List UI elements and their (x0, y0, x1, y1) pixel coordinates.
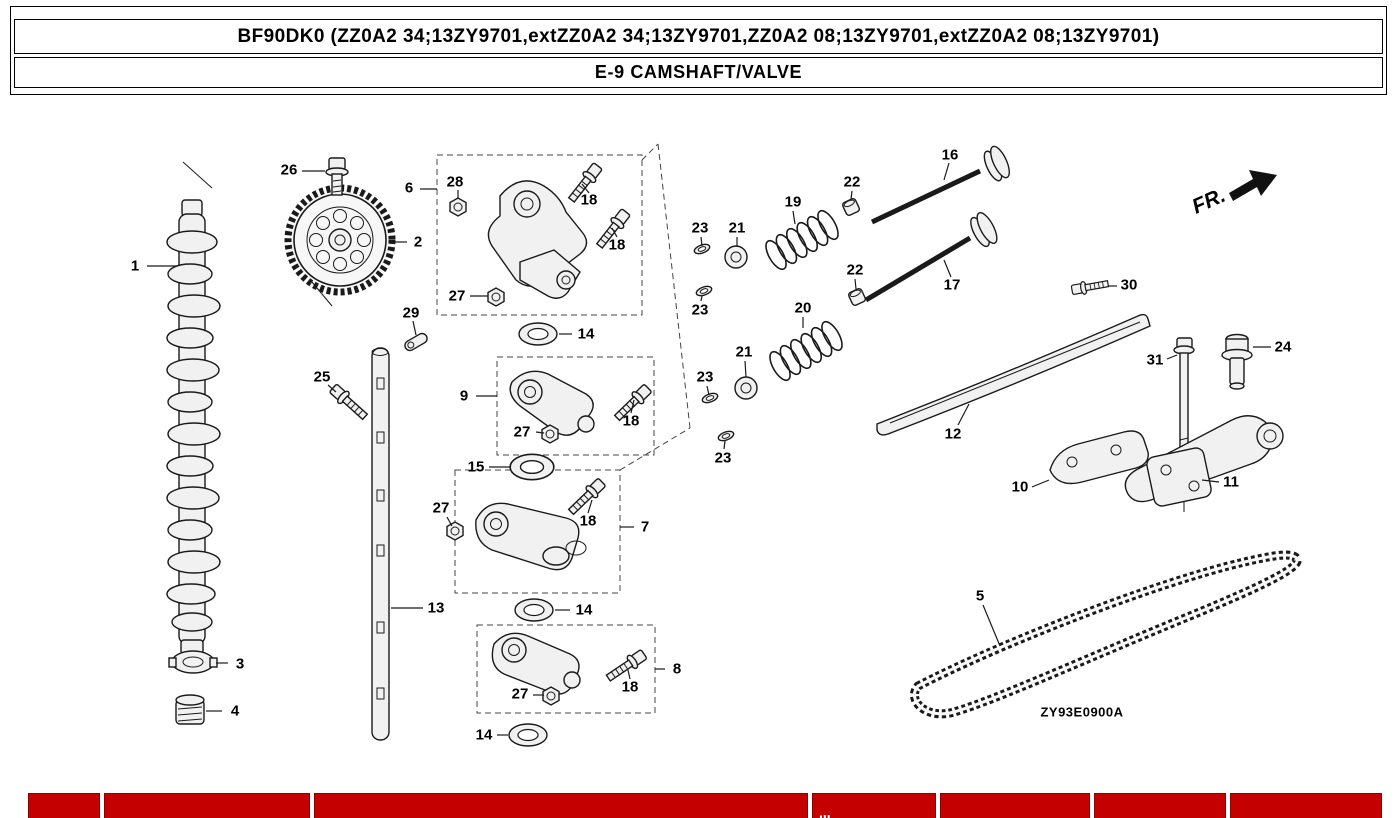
part-chain-guide-12 (876, 313, 1151, 436)
part-valve-17 (864, 211, 998, 303)
part-retainer-plate-3 (168, 650, 218, 674)
table-header-cell (1230, 793, 1382, 818)
part-spring-seat-4 (175, 694, 205, 725)
part-spring-washers-23 (692, 241, 736, 444)
part-tensioner-11 (1124, 415, 1284, 507)
part-valve-seals-22 (840, 196, 868, 308)
part-washer-14b (514, 598, 554, 622)
table-header-cell (314, 793, 808, 818)
model-title-box: BF90DK0 (ZZ0A2 34;13ZY9701,extZZ0A2 34;1… (14, 19, 1383, 54)
section-title-box: E-9 CAMSHAFT/VALVE (14, 57, 1383, 88)
part-bolt-30 (1070, 276, 1110, 297)
part-rocker-arm-7 (446, 475, 608, 571)
table-header-cell (104, 793, 310, 818)
part-washer-15 (509, 453, 555, 481)
part-cap-24 (1221, 333, 1253, 390)
part-washer-14a (518, 322, 558, 346)
page-header: BF90DK0 (ZZ0A2 34;13ZY9701,extZZ0A2 34;1… (10, 6, 1387, 95)
part-bolt-31 (1173, 337, 1195, 512)
part-rocker-arm-9 (509, 370, 654, 444)
part-bolt-26 (325, 157, 349, 196)
part-valve-16 (870, 145, 1010, 225)
table-header-cell (28, 793, 100, 818)
part-valve-spring-19 (761, 206, 843, 274)
part-rocker-arm-assy-6 (449, 160, 633, 307)
part-bolt-25 (327, 381, 371, 424)
part-spring-retainers-21 (724, 245, 758, 400)
part-washer-14c (508, 723, 548, 747)
part-rocker-arm-8 (491, 632, 649, 706)
fr-direction-arrow: FR. (1189, 170, 1277, 219)
part-timing-gear-2 (284, 184, 396, 307)
parts-table-header-row: Ill (28, 793, 1382, 818)
part-chain-guide-10 (1049, 430, 1149, 485)
table-header-cell: Ill (812, 793, 936, 818)
table-header-cell (940, 793, 1090, 818)
part-clip-29 (404, 332, 428, 352)
model-title: BF90DK0 (ZZ0A2 34;13ZY9701,extZZ0A2 34;1… (237, 25, 1160, 47)
diagram-code: ZY93E0900A (1040, 704, 1124, 720)
part-rocker-shaft-13 (371, 347, 390, 741)
fr-label: FR. (1189, 184, 1229, 219)
part-valve-spring-20 (765, 317, 847, 385)
table-header-cell (1094, 793, 1226, 818)
leader-lines (147, 162, 1271, 736)
section-title: E-9 CAMSHAFT/VALVE (594, 62, 803, 82)
part-camshaft-1 (166, 161, 221, 655)
part-timing-chain-5 (910, 550, 1302, 719)
